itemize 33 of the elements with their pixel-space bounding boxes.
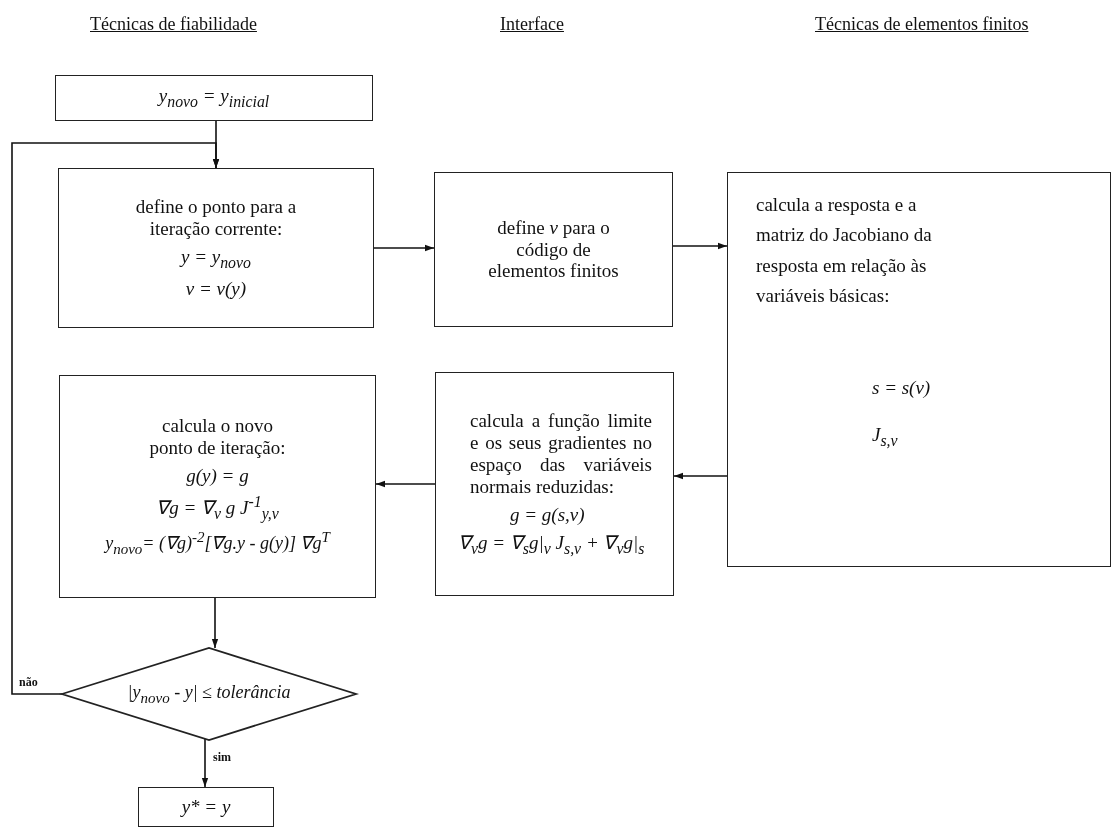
formula: y$_{novo}$ = y$_{inicial}$ [158, 85, 270, 111]
formula: s = s(v) [872, 375, 931, 400]
formula: |y$_{novo}$ - y| ≤ tolerância [127, 681, 291, 707]
box-text: define v para o código de elementos finitos [487, 216, 620, 283]
formula: g(y) = g [186, 464, 249, 487]
process-box [58, 168, 374, 328]
arrow [375, 480, 436, 488]
formula: v = v(y) [185, 277, 247, 300]
formula: ∇$_{v}$g = ∇$_{s}$g|$_{v}$ J$_{s,v}$ + ∇$_{v}$g|$_{s}$ [458, 531, 645, 558]
arrow [672, 242, 728, 250]
column-heading: Técnicas de fiabilidade [90, 14, 257, 35]
process-box [435, 372, 674, 596]
arrow [11, 142, 220, 695]
arrow [373, 244, 435, 252]
arrow [211, 597, 219, 649]
formula: J$_{s,v}$ [872, 422, 898, 451]
process-box [138, 787, 274, 827]
box-text: calcula o novo ponto de iteração: [148, 415, 287, 459]
box-text: calcula a resposta e a matriz do Jacobiano da resposta em relação às variáveis básicas: [756, 193, 933, 309]
process-box [434, 172, 673, 327]
formula: y* = y [181, 796, 231, 818]
process-box [55, 75, 373, 121]
box-text: calcula a função limite e os seus gradientes no espaço das variáveis normais reduzidas: [470, 410, 652, 498]
process-box [727, 172, 1111, 567]
box-text: define o ponto para a iteração corrente: [134, 196, 298, 240]
arrow [201, 738, 209, 788]
formula: y$_{novo}$= (∇g)$^{-2}$[∇g.y - g(y)] ∇g$^{T}$ [105, 529, 330, 558]
arrow [673, 472, 728, 480]
column-heading: Técnicas de elementos finitos [815, 14, 1029, 35]
formula: y = y$_{novo}$ [181, 245, 251, 272]
column-heading: Interface [500, 14, 564, 35]
formula: g = g(s,v) [510, 503, 585, 526]
process-box [59, 375, 376, 598]
